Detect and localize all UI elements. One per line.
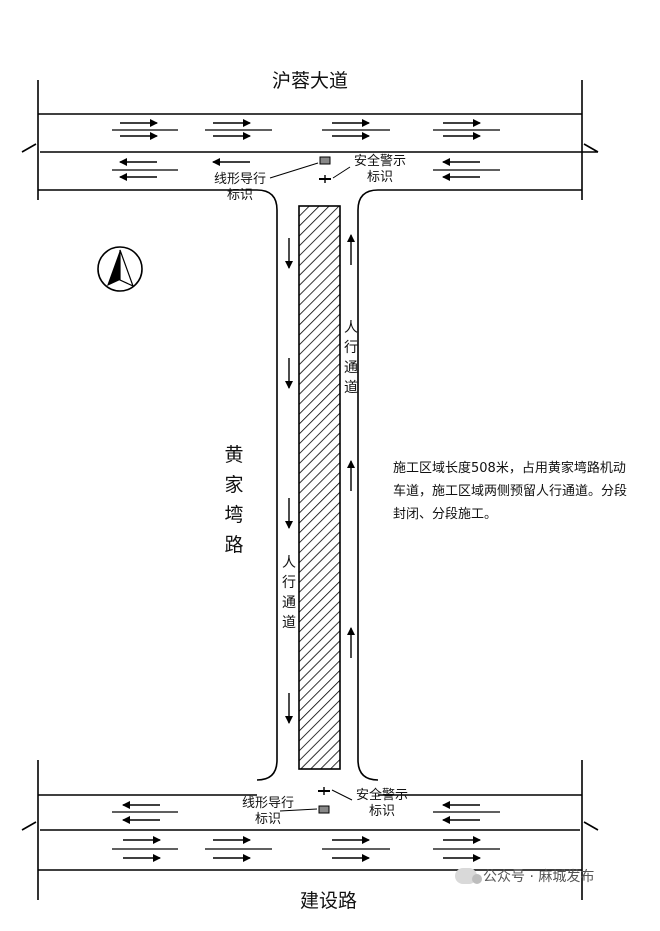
guide-sign-top-label: 线形导行 标识 (213, 172, 266, 203)
top-road-edge-inner-left (38, 189, 278, 781)
north-arrow-icon (97, 246, 143, 292)
top-road-lane-arrows (119, 119, 481, 181)
watermark-text: 公众号 · 麻城发布 (483, 869, 595, 885)
watermark: 公众号 · 麻城发布 (455, 866, 594, 886)
construction-zone (298, 205, 341, 770)
vertical-road-name: 黄家 塆路 (224, 444, 244, 556)
warning-sign-top-label: 安全警示 标识 (353, 154, 406, 185)
warning-sign-bottom-label: 安全警示 标识 (355, 788, 408, 819)
walkway-right-label: 人 行 通 道 (344, 320, 358, 396)
vertical-road-arrows (285, 234, 355, 724)
guide-sign-top (269, 156, 331, 179)
warning-sign-bottom (318, 787, 353, 801)
warning-sign-top (319, 166, 351, 183)
wechat-icon (455, 868, 482, 884)
top-road-name: 沪蓉大道 (272, 70, 349, 92)
bottom-road-lane-arrows (122, 801, 481, 862)
walkway-left-label: 人 行 通 道 (282, 555, 296, 631)
construction-note: 施工区域长度508米，占用黄家塆路机动车道，施工区域两侧预留人行通道。分段封闭、… (393, 461, 628, 522)
top-road-edge-inner-right (357, 189, 582, 781)
bottom-road-name: 建设路 (300, 890, 358, 912)
guide-sign-bottom (279, 805, 330, 814)
guide-sign-bottom-label: 线形导行 标识 (241, 796, 294, 827)
